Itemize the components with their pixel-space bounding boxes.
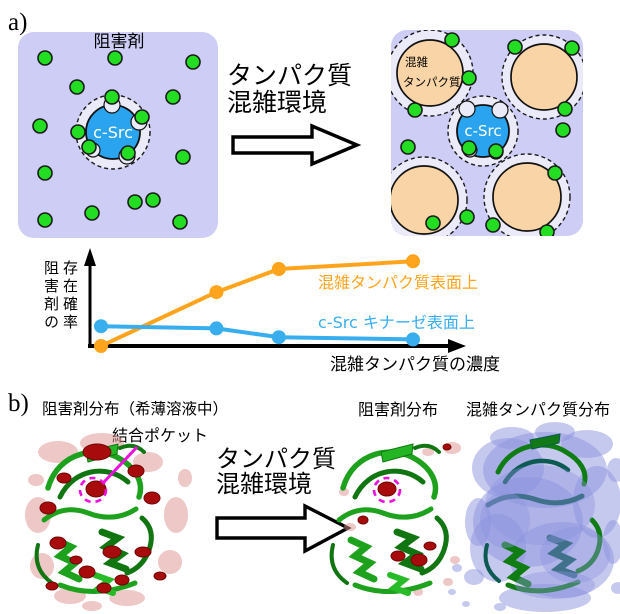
arrow-caption-line2: 混雑環境 (216, 470, 312, 498)
inhibitor-dots (400, 32, 580, 236)
crowder-distribution-title: 混雑タンパク質分布 (466, 400, 610, 419)
chart-point (94, 319, 108, 334)
x-axis-label: 混雑タンパク質の濃度 (330, 355, 500, 375)
inhibitor-density-hotspots (39, 443, 167, 594)
chart-point (209, 285, 224, 300)
inhibitor-title: 阻害剤 (94, 32, 145, 52)
crowder-density-cloud-front (480, 465, 610, 599)
y-axis-arrowhead (84, 248, 96, 266)
binding-pocket-label: 結合ポケット (112, 426, 208, 445)
arrow-caption-line1: タンパク質 (216, 445, 336, 473)
chart-point (271, 262, 286, 276)
chart-point (406, 332, 420, 347)
inhibitor-distribution-title: 阻害剤分布 (358, 400, 438, 419)
crowder-protein (492, 162, 562, 232)
chart-point (271, 330, 286, 345)
chart-line (99, 259, 415, 348)
protein-dilute-distribution (25, 433, 192, 611)
inhibitor-density-diffuse (339, 442, 461, 596)
panel-b-label: b) (8, 390, 29, 417)
c-src-label: c-Src (93, 123, 133, 142)
crowding-transition-b: タンパク質 混雑環境 (215, 445, 352, 554)
right-arrow-icon (215, 503, 352, 554)
binding-pocket-pointer (102, 445, 139, 484)
inhibitor-density-hotspots (357, 443, 452, 567)
x-axis-arrowhead (448, 339, 466, 353)
arrow-caption-line2: 混雑環境 (227, 88, 327, 117)
crowder-label-line1: 混雑 (405, 55, 428, 69)
legend-csrc-surface: c-Src キナーゼ表面上 (318, 313, 475, 332)
binding-pocket-circle (372, 476, 402, 504)
chart-point (209, 321, 224, 336)
panel-a-label: a) (8, 9, 27, 36)
probability-chart: 混雑タンパク質表面上 c-Src キナーゼ表面上 混雑タンパク質の濃度 (84, 248, 500, 375)
protein-crowder-distribution (448, 422, 620, 612)
dilute-distribution-title: 阻害剤分布（希薄溶液中） (42, 400, 228, 418)
crowder-protein (510, 43, 578, 111)
right-arrow-icon (231, 123, 362, 167)
inhibitor-dots (32, 50, 201, 230)
dilute-solution-box: c-Src 阻害剤 (18, 32, 218, 238)
y-axis-label-column2: 存在確率 (61, 260, 79, 332)
protein-crowded-inhibitor-distribution (332, 442, 461, 596)
legend-crowder-surface: 混雑タンパク質表面上 (318, 273, 478, 292)
chart-series (94, 254, 420, 353)
binding-notch (491, 101, 509, 119)
binding-notch (458, 100, 476, 118)
crowder-protein (396, 39, 464, 107)
chart-line (99, 324, 415, 342)
crowder-protein (391, 165, 459, 235)
protein-ribbon (332, 444, 447, 593)
crowded-solution-box: c-Src 混雑 タンパク質 (391, 30, 583, 236)
protein-ribbon (483, 433, 603, 594)
chart-point (94, 339, 108, 353)
binding-pocket-circle (78, 476, 108, 504)
crowder-label-line2: タンパク質 (403, 75, 461, 89)
y-axis-label-column1: 阻害剤の (42, 260, 60, 332)
chart-y-axis-label: 阻害剤の 存在確率 (41, 260, 79, 352)
c-src-label: c-Src (464, 122, 501, 140)
chart-point (406, 254, 420, 269)
arrow-caption-line1: タンパク質 (227, 61, 352, 90)
crowding-transition-a: タンパク質 混雑環境 (227, 61, 362, 167)
